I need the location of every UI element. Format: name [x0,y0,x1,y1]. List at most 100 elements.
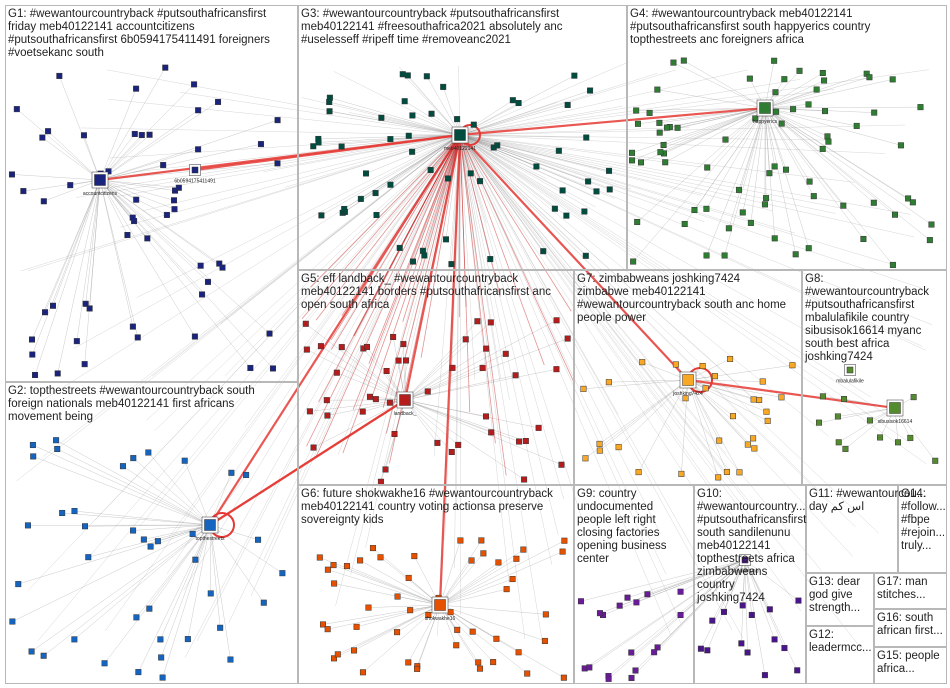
edge [764,107,770,174]
graph-node [467,170,474,177]
group-label-g4: G4: #wewantourcountryback meb40122141 #p… [630,8,871,46]
edge [57,179,101,374]
edge [408,604,441,663]
edge [764,107,823,150]
graph-node [628,674,635,681]
graph-node [813,86,820,93]
edge [57,448,211,526]
hub-node-label: mbalulafikile [836,379,864,385]
cross-edge [459,134,802,612]
group-box-g11 [806,485,898,573]
cross-edge [143,134,461,211]
edge [209,524,283,574]
edge [99,179,220,264]
graph-node [907,434,914,441]
graph-node [596,610,603,617]
edge [728,107,766,229]
graph-node [82,300,89,307]
edge [23,179,101,192]
edge [313,134,461,147]
edge [99,179,134,327]
graph-node [905,195,912,202]
cross-edge [459,134,526,639]
graph-node [629,157,636,164]
graph-node [660,141,667,148]
cross-edge [459,134,927,465]
graph-node [756,396,763,403]
cross-edge [459,124,906,136]
edge [636,107,766,111]
graph-node [71,636,78,643]
graph-node [145,449,152,456]
cross-edge [433,134,461,457]
group-label-g2: G2: topthestreets #wewantourcountryback … [8,385,255,423]
group-label-g1: G1: #wewantourcountryback #putsouthafric… [8,8,270,59]
group-box-g16 [874,609,947,647]
edge [62,512,211,526]
red-edge [301,134,461,320]
graph-node [50,302,57,309]
graph-node [564,101,571,108]
cross-edge [459,134,619,415]
cross-edge [459,134,866,654]
cross-edge [459,102,558,136]
cross-edge [459,134,927,351]
graph-node [633,107,640,114]
graph-node [819,393,826,400]
graph-node [580,385,587,392]
edge [99,110,199,181]
graph-node [341,205,348,212]
edge [687,379,754,439]
edge [359,560,441,606]
graph-node [744,649,751,656]
edge [459,134,586,256]
graph-node [401,98,408,105]
graph-node [390,333,397,340]
graph-node [670,59,677,66]
graph-node [691,206,698,213]
graph-node [457,537,464,544]
graph-node [405,132,412,139]
graph-node [409,112,416,119]
group-box-g6 [298,485,574,684]
edge [122,465,211,526]
graph-node [353,623,360,630]
cross-edge [28,134,461,272]
edge [838,407,896,443]
hub-node-inner [759,102,771,114]
edge [439,604,564,678]
edge [439,588,507,606]
graph-node [171,197,178,204]
edge [723,559,746,613]
edge [599,559,746,614]
graph-node [320,621,327,628]
edge [404,321,478,401]
graph-node [407,607,414,614]
red-edge [368,134,461,364]
graph-node [771,57,778,64]
graph-node [129,323,136,330]
graph-node [101,660,108,667]
graph-node [703,252,710,259]
edge [687,379,767,412]
red-edge [342,134,461,454]
graph-node [702,385,709,392]
cross-edge [37,134,461,641]
graph-node [682,395,689,402]
graph-node [216,260,223,267]
edge [31,524,211,652]
edge [133,457,211,526]
graph-node [195,107,202,114]
cross-edge [110,134,461,159]
graph-node [559,548,566,555]
edge [404,399,520,442]
graph-node [771,163,778,170]
edge [43,179,101,202]
edge [337,604,441,655]
graph-node [853,122,860,129]
edge [99,179,196,337]
edge [439,562,499,606]
graph-node [715,474,722,481]
graph-node [333,369,340,376]
edge [764,107,767,199]
